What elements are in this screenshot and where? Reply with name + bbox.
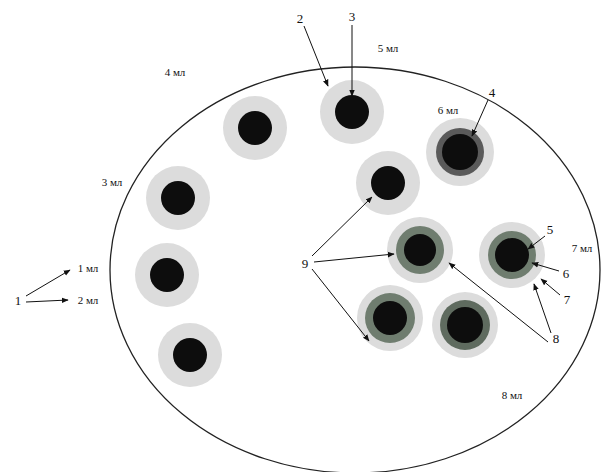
callout-number: 6 [563, 267, 570, 280]
petri-dish [110, 67, 600, 472]
ringed-wells [357, 118, 545, 358]
callout-number: 8 [553, 332, 560, 345]
volume-label: 4 мл [165, 67, 186, 78]
callout-number: 2 [297, 12, 304, 25]
volume-label: 3 мл [102, 177, 123, 188]
leader-lines [26, 25, 560, 342]
callout-number: 4 [489, 86, 496, 99]
callout-number: 1 [15, 294, 22, 307]
volume-label: 7 мл [572, 243, 593, 254]
volume-label: 8 мл [502, 390, 523, 401]
callout-number: 3 [349, 10, 356, 23]
callout-number: 5 [547, 223, 554, 236]
callout-number: 7 [564, 293, 571, 306]
volume-label: 1 мл [78, 263, 99, 274]
volume-label: 2 мл [78, 295, 99, 306]
callout-number: 9 [302, 257, 309, 270]
volume-label: 5 мл [378, 43, 399, 54]
volume-label: 6 мл [438, 105, 459, 116]
